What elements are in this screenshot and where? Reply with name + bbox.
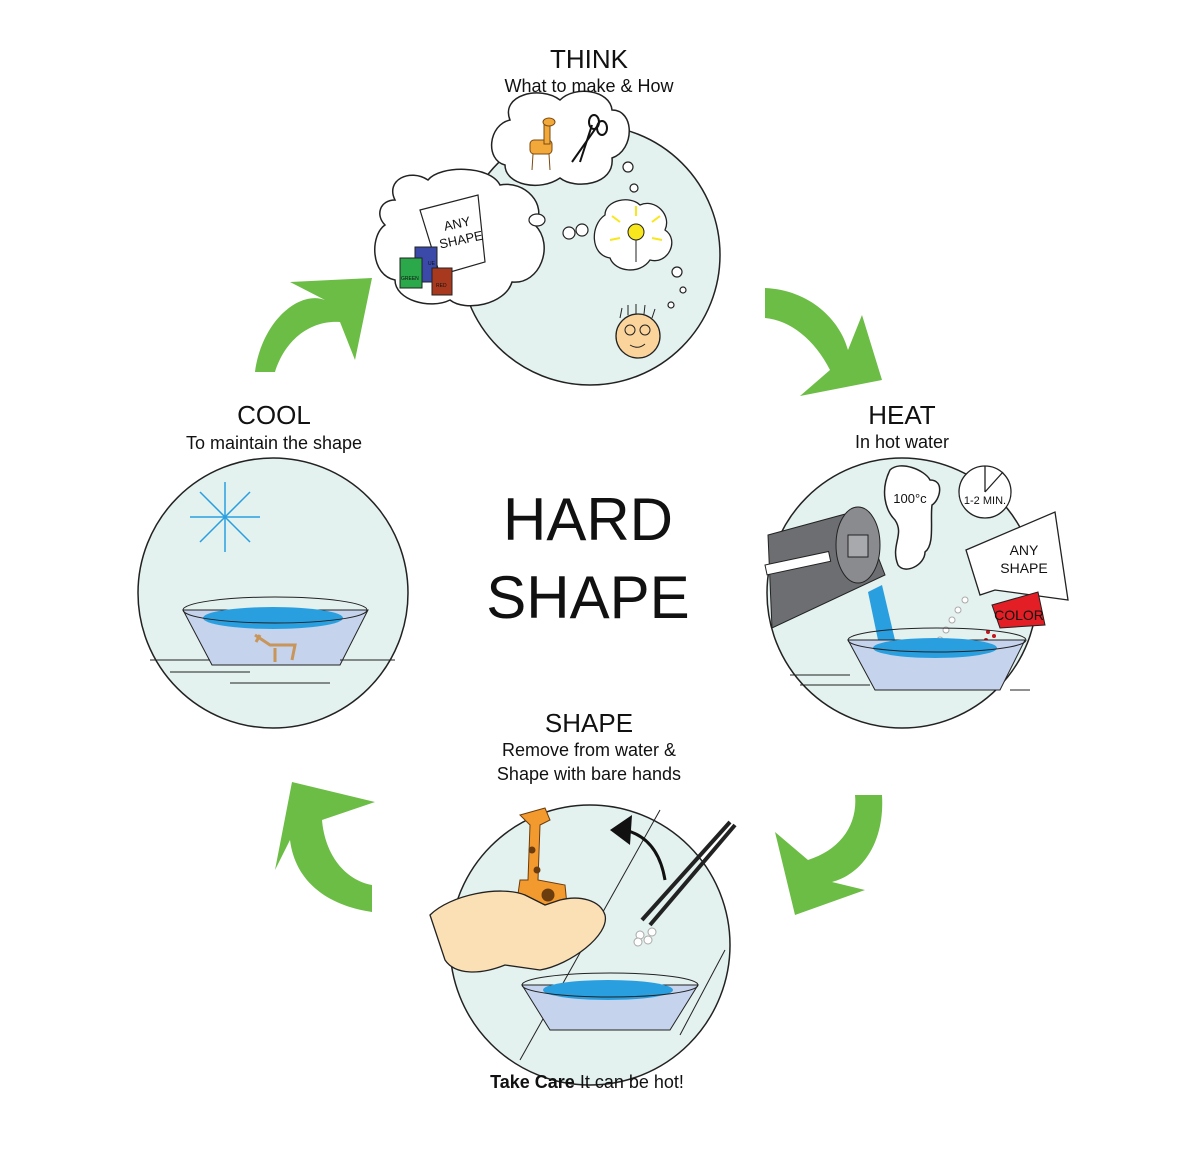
- think-panel: ANY SHAPE UE GREEN RED: [374, 90, 721, 386]
- shape-panel: [429, 804, 737, 1086]
- arrow-cool-to-think: [255, 278, 372, 372]
- paper-label-line2: SHAPE: [1000, 560, 1047, 576]
- center-title-line2: SHAPE: [486, 564, 689, 631]
- color-label: COLOR: [994, 607, 1044, 623]
- thought-bubbles: [528, 161, 687, 309]
- warning-rest: It can be hot!: [575, 1072, 684, 1092]
- green-can-icon: [399, 257, 423, 289]
- person-face-icon: [615, 304, 661, 359]
- bowl-icon: [847, 627, 1027, 691]
- paper-label-line1: ANY: [1010, 542, 1039, 558]
- center-title-line1: HARD: [503, 486, 673, 553]
- red-can-icon: [431, 267, 453, 296]
- warning-bold: Take Care: [490, 1072, 575, 1092]
- bag-label-line1: ANY: [442, 213, 472, 233]
- heat-title: HEAT: [868, 400, 936, 430]
- cool-panel: [137, 457, 409, 729]
- hands-icon: [429, 890, 606, 973]
- giraffe-icon: [529, 117, 556, 171]
- thought-cloud-giraffe: [490, 90, 630, 187]
- bowl-icon: [521, 972, 699, 1031]
- can-label-blue: UE: [428, 261, 436, 267]
- arrow-think-to-heat: [765, 288, 882, 396]
- arrow-shape-to-cool: [275, 782, 375, 912]
- timer-label: 1-2 MIN.: [964, 495, 1006, 507]
- cool-subtitle: To maintain the shape: [186, 433, 362, 453]
- shape-subtitle-line1: Remove from water &: [502, 740, 676, 760]
- think-subtitle: What to make & How: [504, 76, 674, 96]
- can-label-red: RED: [436, 283, 447, 289]
- temperature-label: 100°c: [893, 491, 927, 506]
- water-pour: [868, 585, 895, 640]
- tweezers-icon: [640, 820, 737, 927]
- heat-panel: 100°c 1-2 MIN. ANY SHAPE COLOR: [764, 457, 1069, 729]
- heat-subtitle: In hot water: [855, 432, 949, 452]
- arrow-heat-to-shape: [775, 795, 883, 915]
- warning-text: Take Care It can be hot!: [490, 1072, 684, 1092]
- cool-title: COOL: [237, 400, 311, 430]
- scissors-icon: [571, 114, 608, 163]
- lightbulb-icon: [609, 206, 663, 262]
- shape-title: SHAPE: [545, 708, 633, 738]
- giraffe-figure: [514, 807, 569, 916]
- steam-cloud: [883, 465, 941, 570]
- snowflake-icon: [190, 482, 260, 552]
- color-flag: [991, 591, 1046, 629]
- timer-icon: [958, 465, 1012, 519]
- bowl-icon: [182, 596, 369, 666]
- can-label-green: GREEN: [401, 276, 419, 282]
- pot-icon: [764, 506, 886, 629]
- giraffe-figure: [254, 633, 297, 662]
- think-title: THINK: [550, 44, 629, 74]
- shape-subtitle-line2: Shape with bare hands: [497, 764, 681, 784]
- cycle-arrows: [255, 278, 883, 915]
